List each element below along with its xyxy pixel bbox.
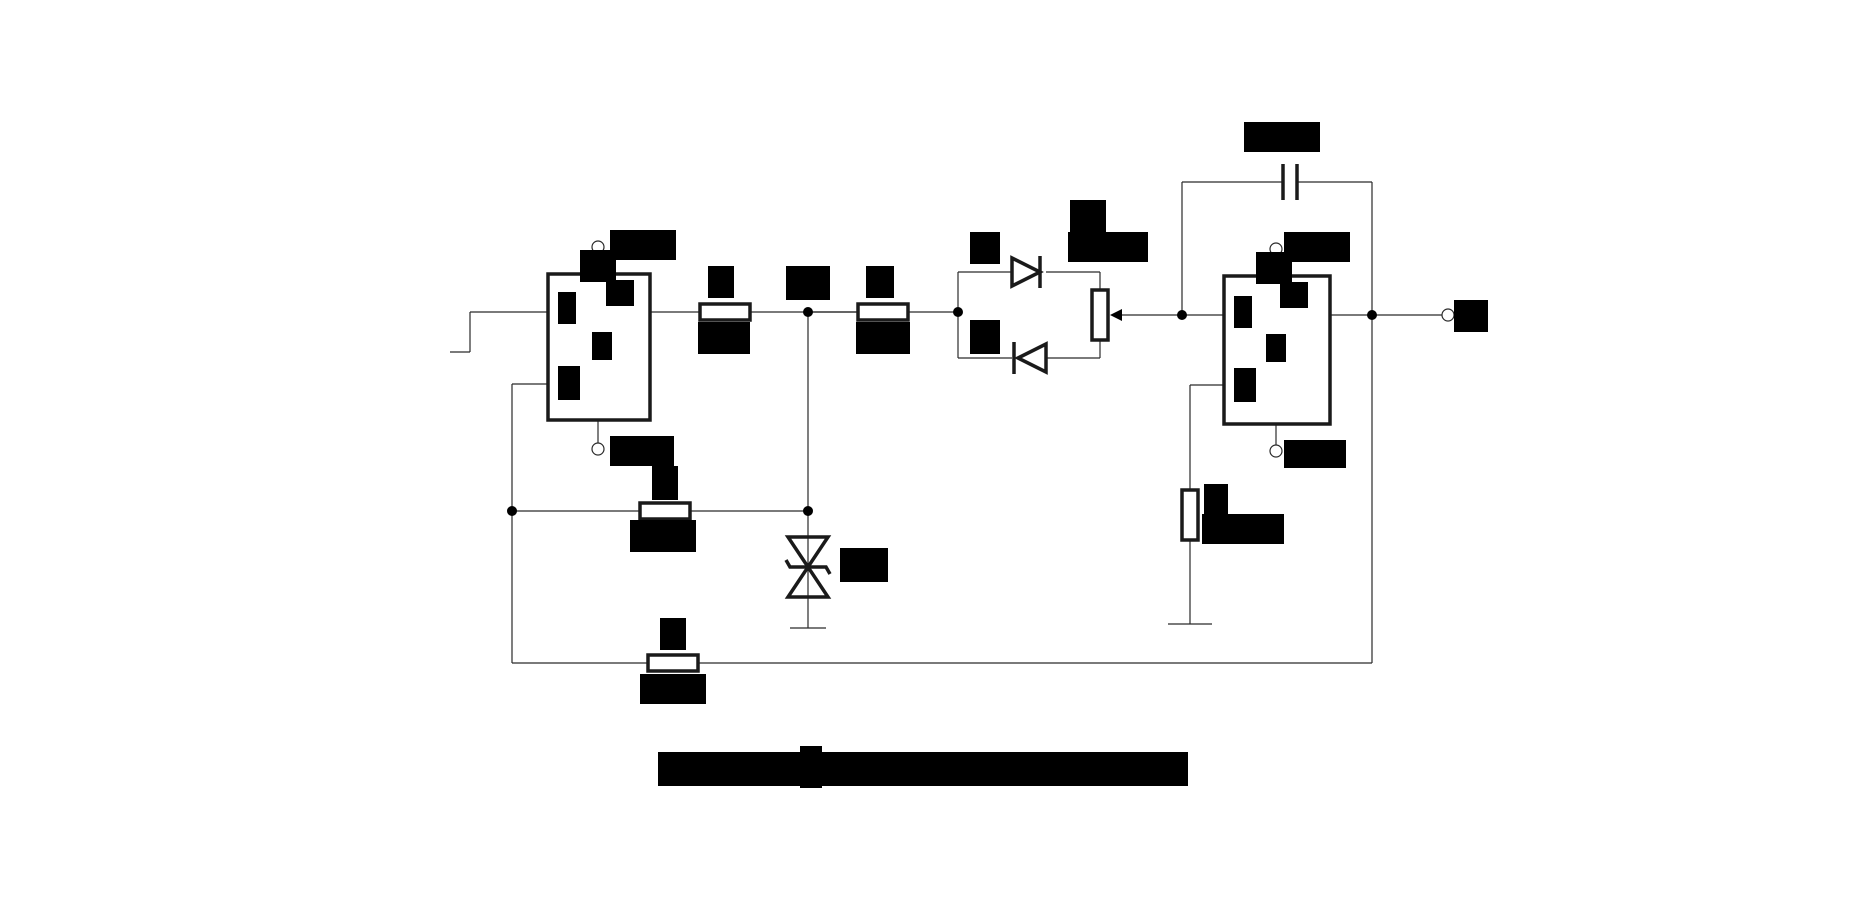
junction-node <box>803 506 813 516</box>
terminal-output <box>1441 308 1455 322</box>
redacted-label <box>1284 440 1346 468</box>
redacted-label <box>1234 368 1256 402</box>
redacted-label <box>1284 232 1350 262</box>
junction-node <box>1367 310 1377 320</box>
redacted-label <box>1244 122 1320 152</box>
redacted-label <box>1256 252 1292 284</box>
junction-node <box>1177 310 1187 320</box>
redacted-caption <box>658 752 1188 786</box>
junction-node <box>507 506 517 516</box>
terminal-opamp1-supply-bottom <box>591 442 605 456</box>
redacted-label <box>1280 282 1308 308</box>
redacted-label <box>698 322 750 354</box>
redacted-label <box>1068 232 1148 262</box>
redacted-label <box>1202 514 1284 544</box>
redacted-label <box>856 322 910 354</box>
redacted-labels <box>558 122 1488 788</box>
capacitor-c1 <box>1281 164 1299 200</box>
redacted-label <box>660 618 686 650</box>
redacted-label <box>1266 334 1286 362</box>
redacted-label <box>1070 200 1106 232</box>
redacted-caption-mark <box>800 746 822 788</box>
redacted-label <box>558 292 576 324</box>
potentiometer <box>1090 288 1110 342</box>
redacted-label <box>866 266 894 298</box>
resistor-r1 <box>698 302 752 322</box>
redacted-label <box>610 230 676 260</box>
diode-d2 <box>1012 341 1048 375</box>
junction-node <box>953 307 963 317</box>
redacted-label <box>580 250 616 282</box>
diode-d1 <box>1010 255 1044 289</box>
redacted-label <box>1234 296 1252 328</box>
redacted-label <box>840 548 888 582</box>
redacted-label <box>970 232 1000 264</box>
redacted-label <box>592 332 612 360</box>
redacted-label <box>630 520 696 552</box>
redacted-label <box>786 266 830 300</box>
redacted-label <box>970 320 1000 354</box>
terminal-opamp2-supply-bottom <box>1269 444 1283 458</box>
resistor-r3 <box>638 501 692 521</box>
redacted-label <box>652 466 678 500</box>
redacted-label <box>610 436 674 466</box>
redacted-label <box>708 266 734 298</box>
junction-node <box>803 307 813 317</box>
redacted-label <box>1454 300 1488 332</box>
resistor-r6 <box>1180 488 1200 542</box>
resistor-r4 <box>646 653 700 673</box>
resistor-r2 <box>856 302 910 322</box>
redacted-label <box>606 280 634 306</box>
zener-diode <box>784 535 832 599</box>
redacted-label <box>1204 484 1228 514</box>
potentiometer-wiper-arrow <box>1110 309 1122 321</box>
redacted-label <box>558 366 580 400</box>
redacted-label <box>640 674 706 704</box>
